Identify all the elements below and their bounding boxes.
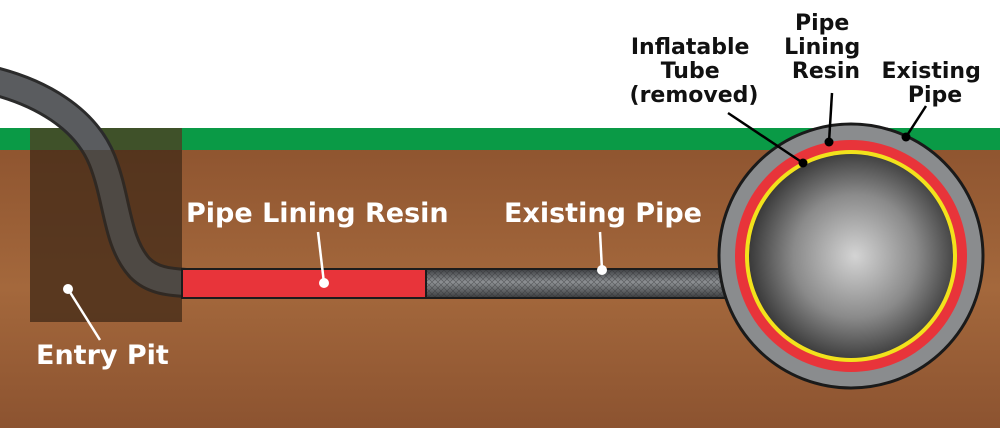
leader-dots bbox=[63, 265, 607, 294]
leader-cross-pipe bbox=[904, 105, 928, 138]
label-cross-resin-line2: Lining bbox=[784, 35, 860, 60]
leader-entry-pit bbox=[66, 288, 102, 341]
dot-cross-pipe bbox=[901, 132, 911, 142]
cross-section-dots bbox=[798, 132, 911, 168]
leader-inflatable-tube bbox=[727, 111, 804, 165]
resin-segment bbox=[181, 268, 427, 299]
dot-entry-pit bbox=[63, 284, 73, 294]
label-cross-pipe: Existing Pipe bbox=[882, 59, 989, 108]
label-pipe-lining-resin: Pipe Lining Resin bbox=[186, 198, 449, 229]
lining-hose-fill bbox=[0, 70, 187, 295]
dot-inflatable-tube bbox=[798, 158, 808, 168]
grass-strip bbox=[0, 128, 1000, 150]
leader-pipe-lining-resin bbox=[316, 231, 326, 284]
label-cross-resin-line1: Pipe bbox=[795, 11, 849, 36]
label-cross-pipe-line1: Existing bbox=[882, 59, 981, 84]
entry-pit-overlay bbox=[30, 150, 182, 322]
dot-existing-pipe bbox=[597, 265, 607, 275]
label-cross-resin-line3: Resin bbox=[792, 59, 860, 84]
label-entry-pit: Entry Pit bbox=[36, 340, 169, 371]
label-cross-resin: Pipe Lining Resin bbox=[784, 11, 868, 84]
label-existing-pipe: Existing Pipe bbox=[504, 198, 702, 229]
cross-section-leaders bbox=[727, 92, 928, 165]
leader-existing-pipe bbox=[598, 231, 604, 271]
cross-section-inflatable-tube bbox=[749, 154, 953, 358]
dot-pipe-lining-resin bbox=[319, 278, 329, 288]
label-cross-pipe-line2: Pipe bbox=[908, 83, 962, 108]
label-inflatable-tube: Inflatable Tube (removed) bbox=[630, 35, 759, 108]
leader-lines bbox=[66, 231, 604, 341]
dot-cross-resin bbox=[824, 137, 834, 147]
existing-pipe-texture bbox=[427, 270, 725, 297]
leader-cross-resin bbox=[827, 92, 834, 143]
label-inflatable-tube-line3: (removed) bbox=[630, 83, 759, 108]
sky bbox=[0, 0, 1000, 128]
label-inflatable-tube-line2: Tube bbox=[661, 59, 720, 84]
label-inflatable-tube-line1: Inflatable bbox=[631, 35, 750, 60]
